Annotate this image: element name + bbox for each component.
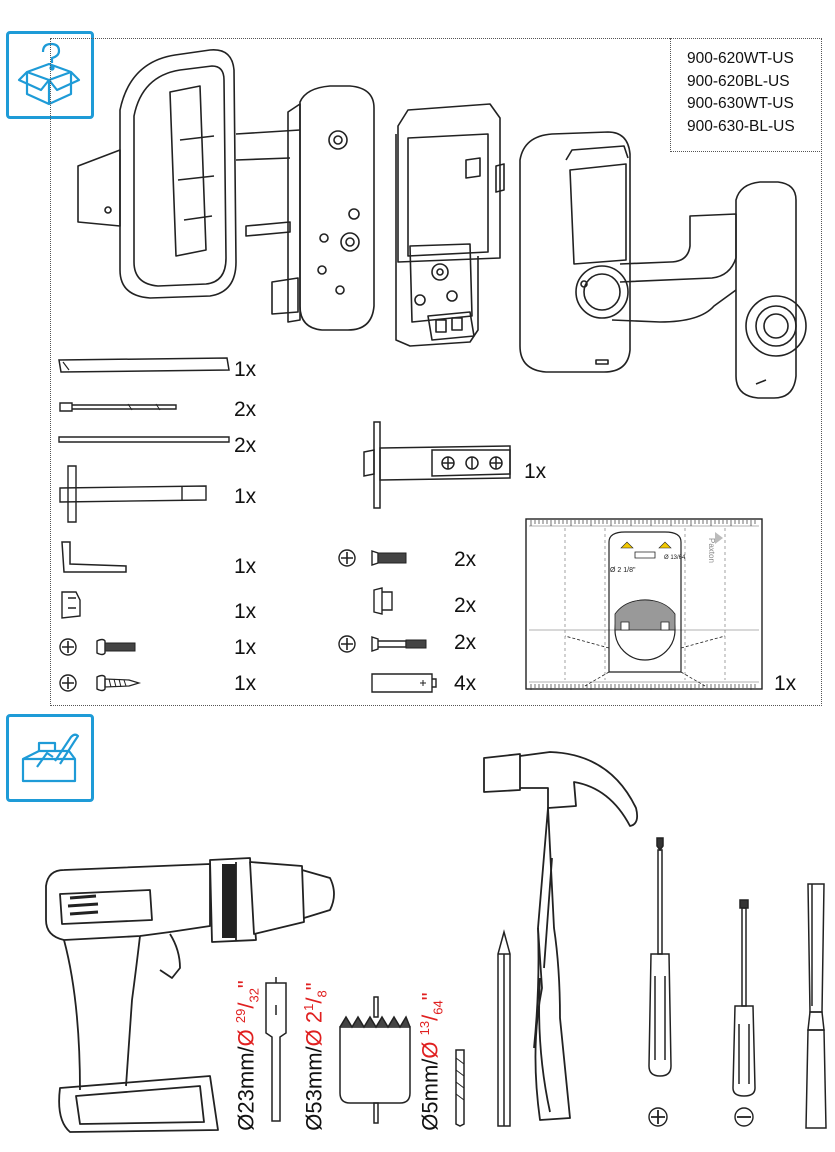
- drill-bit-3-label: Ø5mm/Ø 13/64": [417, 992, 446, 1131]
- qty-template: 1x: [774, 672, 797, 695]
- model-list: 900-620WT-US 900-620BL-US 900-630WT-US 9…: [670, 38, 822, 152]
- drill-bit-1-inch: Ø: [233, 1023, 259, 1047]
- phillips-icon: [648, 1107, 668, 1127]
- drill-bit-1-mm: Ø23mm/: [233, 1046, 259, 1131]
- drill-bit-3-mm: Ø5mm/: [417, 1058, 443, 1131]
- qty-rod: 2x: [234, 434, 257, 457]
- toolbox-icon: [6, 714, 94, 802]
- model-number: 900-620WT-US: [687, 50, 794, 67]
- qty-sleeve-nut: 2x: [454, 594, 477, 617]
- through-bolt-part: [59, 402, 177, 412]
- qty-t-spindle: 1x: [234, 485, 257, 508]
- drill-bit-3-num: 13: [417, 1020, 433, 1036]
- phillips-screwdriver-tool: [648, 837, 672, 1077]
- lock-exploded-illustration: [77, 49, 807, 399]
- pencil-tool: [497, 929, 511, 1127]
- drilling-template: [525, 518, 763, 690]
- qty-hex-key: 1x: [234, 555, 257, 578]
- template-hole-a: Ø 2 1/8": [610, 567, 636, 574]
- drill-bit-3-inch: Ø: [417, 1035, 443, 1059]
- drill-bit-3-suffix: ": [417, 992, 443, 1001]
- qty-through-bolt: 2x: [234, 398, 257, 421]
- phillips-icon: [338, 635, 356, 653]
- sleeve-nut-part: [373, 587, 393, 615]
- drill-bit-2-label: Ø53mm/Ø 21/8": [301, 982, 330, 1131]
- flat-screwdriver-tool: [732, 899, 756, 1097]
- chisel-tool: [805, 883, 827, 1129]
- qty-clip: 1x: [234, 600, 257, 623]
- t-spindle-part: [59, 465, 207, 523]
- template-brand: Paxton: [707, 538, 716, 563]
- hex-key-part: [61, 541, 127, 573]
- contents-panel: [50, 38, 822, 706]
- drill-bit-3-den: 64: [431, 1000, 446, 1015]
- latch-part: [363, 421, 511, 509]
- model-number: 900-620BL-US: [687, 72, 790, 90]
- flat-slot-icon: [734, 1107, 754, 1127]
- spade-bit-tool: [265, 977, 287, 1122]
- twist-bit-tool: [455, 1049, 465, 1127]
- qty-long-screw: 2x: [454, 631, 477, 654]
- long-screw-part: [371, 636, 427, 652]
- qty-latch: 1x: [524, 460, 547, 483]
- drill-bit-2-den: 8: [315, 990, 330, 998]
- drill-bit-2-mm: Ø53mm/: [301, 1046, 327, 1131]
- hammer-tool: [483, 751, 639, 1121]
- phillips-icon: [59, 638, 77, 656]
- qty-battery: 4x: [454, 672, 477, 695]
- qty-wood-screw: 1x: [234, 672, 257, 695]
- model-number: 900-630-BL-US: [687, 117, 795, 135]
- drill-bit-2-inch: Ø 2: [301, 1010, 327, 1047]
- spindle-flat-part: [58, 357, 230, 373]
- qty-flat-screw: 2x: [454, 548, 477, 571]
- rod-part: [58, 436, 230, 443]
- clip-part: [61, 591, 81, 619]
- hole-saw-tool: [339, 996, 411, 1124]
- phillips-icon: [338, 549, 356, 567]
- qty-spindle-flat: 1x: [234, 358, 257, 381]
- drill-bit-1-suffix: ": [233, 980, 259, 989]
- drill-bit-2-num: 1: [301, 1003, 317, 1011]
- drill-bit-1-num: 29: [233, 1008, 249, 1024]
- drill-bit-1-den: 32: [247, 988, 262, 1003]
- qty-screw-round: 1x: [234, 636, 257, 659]
- wood-screw-part: [96, 674, 142, 692]
- cordless-drill-tool: [45, 857, 335, 1133]
- battery-part: [371, 673, 437, 693]
- phillips-icon: [59, 674, 77, 692]
- round-head-screw-part: [96, 638, 136, 656]
- drill-bit-1-label: Ø23mm/Ø 29/32": [233, 980, 262, 1131]
- flat-head-screw-part: [371, 550, 407, 566]
- template-hole-b: Ø 13/64: [664, 555, 686, 561]
- model-number: 900-630WT-US: [687, 95, 794, 112]
- drill-bit-2-suffix: ": [301, 982, 327, 991]
